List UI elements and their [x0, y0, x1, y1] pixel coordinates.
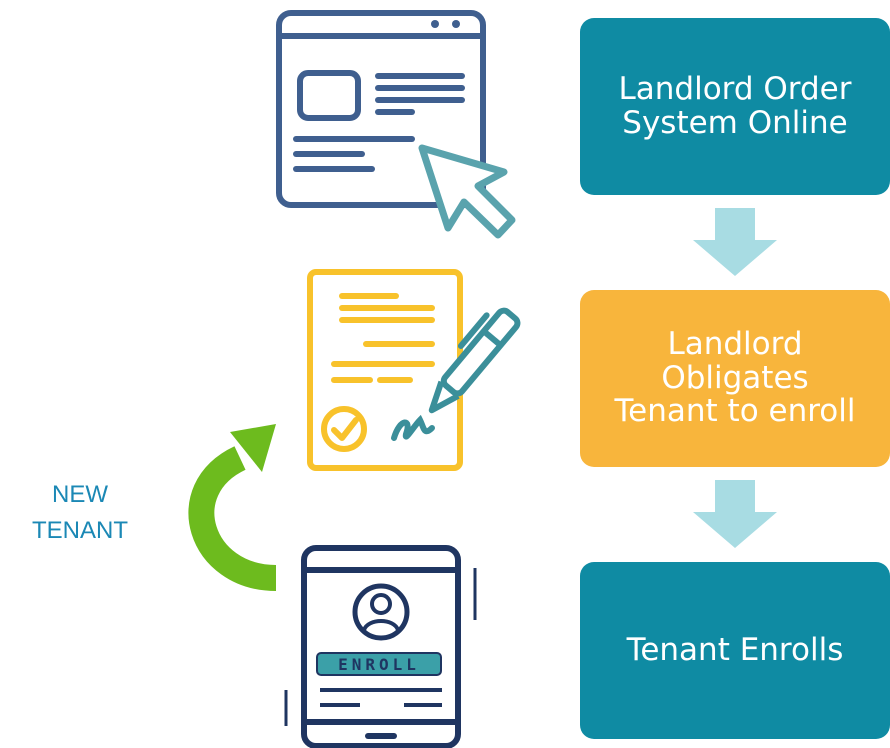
step-landlord-obligates-box: Landlord Obligates Tenant to enroll	[580, 290, 890, 467]
new-tenant-label-line-1: NEW	[52, 481, 108, 508]
down-arrow-icon	[693, 208, 777, 276]
step-2-line-2: Obligates	[661, 359, 809, 396]
step-landlord-order-box: Landlord Order System Online	[580, 18, 890, 195]
step-2-line-3: Tenant to enroll	[614, 393, 856, 430]
curved-arrow-icon	[188, 424, 277, 591]
step-1-line-2: System Online	[622, 104, 848, 141]
step-1-line-1: Landlord Order	[618, 71, 852, 108]
phone-enroll-icon: ENROLL	[284, 545, 477, 748]
down-arrow-icon	[693, 480, 777, 548]
enroll-button-text: ENROLL	[338, 655, 420, 674]
step-tenant-enrolls-box: Tenant Enrolls	[580, 562, 890, 739]
step-2-line-1: Landlord	[667, 326, 803, 363]
new-tenant-label-line-2: TENANT	[32, 517, 128, 544]
signed-contract-icon	[307, 269, 521, 471]
step-3-line-1: Tenant Enrolls	[626, 631, 844, 668]
browser-cursor-icon	[276, 10, 516, 239]
new-tenant-label: NEW TENANT	[0, 477, 160, 549]
